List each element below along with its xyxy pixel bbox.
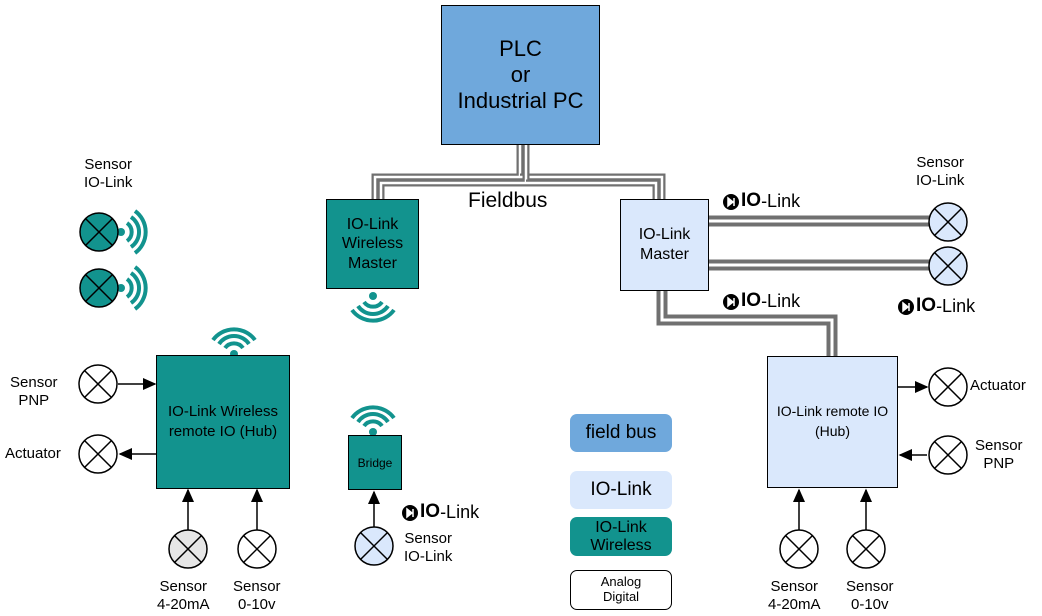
label-l2: IO-Link [916, 172, 965, 189]
whub-line1: IO-Link Wireless [167, 402, 279, 420]
iolink-sensor-right-2 [928, 246, 968, 286]
label-l1: Sensor [84, 156, 132, 173]
label-sensor-420-right: Sensor 4-20mA [768, 578, 821, 614]
arrows [118, 378, 929, 530]
label-l2: 0-10v [851, 596, 889, 613]
iolink-sensor-right-1 [928, 202, 968, 242]
label-l2: IO-Link [404, 548, 453, 565]
legend-field-bus-label: field bus [585, 422, 657, 443]
label-sensor-010-right: Sensor 0-10v [846, 578, 894, 614]
label-l2: 4-20mA [768, 596, 821, 613]
wireless-sensor-1 [79, 212, 119, 252]
legend-wireless-l1: IO-Link [595, 518, 647, 536]
sensor-420-left [168, 529, 208, 569]
sensor-010-left [237, 529, 277, 569]
label-sensor-iolink-wireless: Sensor IO-Link [84, 156, 132, 192]
wm-line2: Wireless [341, 235, 404, 253]
plc-line2: or [510, 62, 531, 87]
iolink-connections [656, 215, 930, 356]
legend-analog-l2: Digital [602, 589, 640, 604]
iolink-logo-io: IO [741, 190, 762, 211]
remote-hub-box: IO-Link remote IO (Hub) [767, 356, 898, 488]
label-l1: Sensor [404, 530, 452, 547]
label-sensor-010-left: Sensor 0-10v [233, 578, 281, 614]
fieldbus-label: Fieldbus [468, 189, 548, 212]
label-l2: PNP [983, 455, 1015, 472]
iolink-logo-3: IO-Link [916, 295, 975, 317]
wireless-hub-box: IO-Link Wireless remote IO (Hub) [156, 355, 290, 489]
wm-line3: Master [348, 254, 397, 272]
bridge-box: Bridge [348, 435, 402, 490]
label-l1: Sensor [233, 578, 281, 595]
label-sensor-iolink-right: Sensor IO-Link [916, 154, 964, 190]
sensor-pnp-right [928, 435, 968, 475]
rhub-line2: (Hub) [814, 423, 850, 439]
legend-iolink: IO-Link [570, 471, 672, 509]
legend-wireless-l2: Wireless [590, 536, 652, 554]
plc-line1: PLC [499, 36, 542, 61]
actuator-left [78, 434, 118, 474]
label-sensor-420-left: Sensor 4-20mA [157, 578, 210, 614]
label-l2: 4-20mA [157, 596, 210, 613]
label-sensor-pnp-left: Sensor PNP [10, 374, 58, 410]
legend-analog-l1: Analog [600, 574, 642, 590]
legend-field-bus: field bus [570, 414, 672, 452]
label-l1: Sensor [975, 437, 1023, 454]
label-l1: Sensor [159, 578, 208, 595]
master-line2: Master [640, 246, 689, 263]
label-l1: Sensor [770, 578, 819, 595]
label-l2: 0-10v [238, 596, 276, 613]
fieldbus-connection [371, 145, 666, 200]
label-l2: PNP [18, 392, 50, 409]
label-sensor-pnp-right: Sensor PNP [975, 437, 1023, 473]
legend-analog-digital: Analog Digital [570, 570, 672, 610]
iolink-logo-1: IO-Link [741, 190, 800, 212]
iolink-logo-2: IO-Link [741, 290, 800, 312]
rhub-line1: IO-Link remote IO [776, 403, 889, 420]
iolink-logo-rest: -Link [761, 190, 801, 211]
label-actuator-right: Actuator [970, 377, 1026, 394]
iolink-logo-4: IO-Link [420, 501, 479, 523]
iolink-wireless-master-box: IO-Link Wireless Master [326, 199, 419, 289]
iolink-logo-io: IO [741, 290, 762, 311]
legend-iolink-wireless: IO-Link Wireless [570, 517, 672, 556]
actuator-right [928, 367, 968, 407]
iolink-master-box: IO-Link Master [620, 199, 709, 291]
wireless-sensor-2 [79, 268, 119, 308]
label-l1: Sensor [10, 374, 58, 391]
wm-line1: IO-Link [346, 216, 399, 234]
sensor-420-right [779, 529, 819, 569]
label-actuator-left: Actuator [5, 445, 61, 462]
whub-line2: remote IO (Hub) [168, 423, 278, 440]
iolink-sensor-bridge [354, 526, 394, 566]
label-sensor-iolink-bridge: Sensor IO-Link [404, 530, 452, 566]
legend-iolink-label: IO-Link [590, 479, 652, 500]
sensor-010-right [846, 529, 886, 569]
label-l1: Sensor [916, 154, 964, 171]
label-l2: IO-Link [84, 174, 133, 191]
iolink-logo-rest: -Link [936, 295, 976, 316]
iolink-logo-io: IO [420, 501, 441, 522]
plc-box: PLC or Industrial PC [441, 5, 600, 145]
bridge-label: Bridge [357, 455, 393, 470]
iolink-logo-rest: -Link [440, 501, 480, 522]
iolink-logo-rest: -Link [761, 290, 801, 311]
sensor-pnp-left [78, 364, 118, 404]
label-l1: Sensor [846, 578, 894, 595]
master-line1: IO-Link [638, 226, 691, 243]
iolink-logo-io: IO [916, 295, 937, 316]
plc-line3: Industrial PC [457, 88, 584, 113]
